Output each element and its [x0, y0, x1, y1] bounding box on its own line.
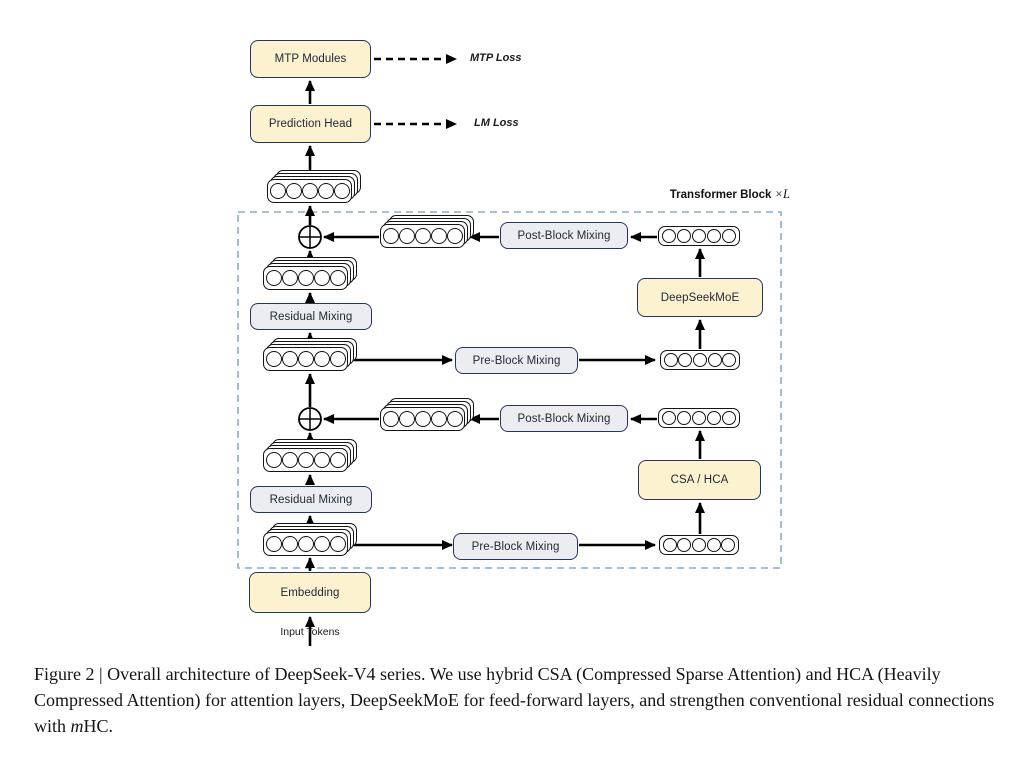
- token-circle: [266, 351, 282, 367]
- token-circle: [266, 452, 282, 468]
- transformer-block-label-text: Transformer Block: [669, 189, 772, 201]
- caption-suffix: HC.: [83, 716, 114, 736]
- loss-arrows: [374, 54, 457, 129]
- residual-mixing-1-box: Residual Mixing: [250, 303, 372, 330]
- token-circle: [447, 228, 463, 244]
- token-row: [263, 532, 348, 556]
- token-circle: [677, 411, 691, 425]
- lm-loss-label: LM Loss: [474, 117, 519, 129]
- csa-hca-box: CSA / HCA: [638, 460, 761, 500]
- token-stack: [263, 439, 357, 472]
- token-circle: [318, 183, 334, 199]
- token-circle: [662, 411, 676, 425]
- token-circle: [692, 411, 706, 425]
- token-circle: [677, 538, 692, 552]
- token-circle: [692, 229, 706, 243]
- prediction-head-box: Prediction Head: [250, 105, 371, 143]
- token-circle: [383, 411, 399, 427]
- token-circle: [282, 270, 298, 286]
- token-row: [380, 224, 465, 248]
- token-row: [263, 347, 348, 371]
- token-circle: [286, 183, 302, 199]
- token-circle: [707, 229, 721, 243]
- token-circle: [266, 270, 282, 286]
- token-circle: [314, 452, 330, 468]
- post-block-mixing-1-box: Post-Block Mixing: [500, 222, 628, 249]
- token-stack: [263, 338, 357, 371]
- token-circle: [678, 353, 693, 367]
- token-circle: [722, 229, 736, 243]
- token-stack: [263, 257, 357, 290]
- token-circle: [399, 411, 415, 427]
- embedding-box: Embedding: [249, 572, 371, 613]
- plus-circle-icon: [298, 225, 322, 431]
- token-circle: [266, 536, 282, 552]
- transformer-block-boundary: [237, 211, 782, 569]
- token-circle: [314, 351, 330, 367]
- transformer-block-label: Transformer Block ×L: [600, 187, 790, 202]
- token-circle: [334, 183, 350, 199]
- residual-mixing-2-box: Residual Mixing: [250, 486, 372, 513]
- token-row: [267, 179, 352, 203]
- token-circle: [330, 351, 346, 367]
- token-circle: [282, 536, 298, 552]
- token-circle: [383, 228, 399, 244]
- token-circle: [330, 270, 346, 286]
- token-stack: [267, 170, 361, 203]
- token-row: [658, 408, 740, 428]
- token-circle: [415, 228, 431, 244]
- token-circle: [314, 536, 330, 552]
- token-circle: [314, 270, 330, 286]
- token-row: [263, 266, 348, 290]
- token-circle: [399, 228, 415, 244]
- token-stack: [263, 523, 357, 556]
- token-stack: [380, 215, 474, 248]
- token-circle: [282, 351, 298, 367]
- token-circle: [721, 538, 736, 552]
- token-circle: [298, 536, 314, 552]
- token-circle: [662, 229, 676, 243]
- token-circle: [707, 353, 722, 367]
- token-circle: [415, 411, 431, 427]
- token-circle: [298, 270, 314, 286]
- token-circle: [298, 452, 314, 468]
- caption-text: Figure 2 | Overall architecture of DeepS…: [34, 664, 995, 736]
- pre-block-mixing-2-box: Pre-Block Mixing: [453, 533, 578, 560]
- token-circle: [431, 228, 447, 244]
- input-tokens-label: Input Tokens: [280, 626, 340, 638]
- token-circle: [330, 536, 346, 552]
- token-circle: [706, 538, 721, 552]
- token-circle: [298, 351, 314, 367]
- token-row: [380, 407, 465, 431]
- token-circle: [282, 452, 298, 468]
- token-circle: [722, 353, 737, 367]
- token-circle: [692, 353, 707, 367]
- token-circle: [663, 353, 678, 367]
- token-circle: [691, 538, 706, 552]
- token-circle: [447, 411, 463, 427]
- token-circle: [330, 452, 346, 468]
- token-circle: [707, 411, 721, 425]
- mtp-loss-label: MTP Loss: [470, 52, 522, 64]
- token-circle: [677, 229, 691, 243]
- token-circle: [270, 183, 286, 199]
- token-circle: [302, 183, 318, 199]
- mtp-modules-box: MTP Modules: [250, 40, 371, 78]
- token-circle: [431, 411, 447, 427]
- token-circle: [722, 411, 736, 425]
- pre-block-mixing-1-box: Pre-Block Mixing: [455, 347, 578, 374]
- token-row: [660, 350, 740, 370]
- token-row: [659, 535, 739, 555]
- caption-emphasis: m: [70, 716, 84, 736]
- deepseekmoe-box: DeepSeekMoE: [637, 278, 763, 317]
- token-row: [263, 448, 348, 472]
- transformer-block-multiplier: ×L: [774, 187, 790, 201]
- token-stack: [380, 398, 474, 431]
- token-row: [658, 226, 740, 246]
- token-circle: [662, 538, 677, 552]
- figure-caption: Figure 2 | Overall architecture of DeepS…: [34, 661, 1000, 739]
- post-block-mixing-2-box: Post-Block Mixing: [500, 405, 628, 432]
